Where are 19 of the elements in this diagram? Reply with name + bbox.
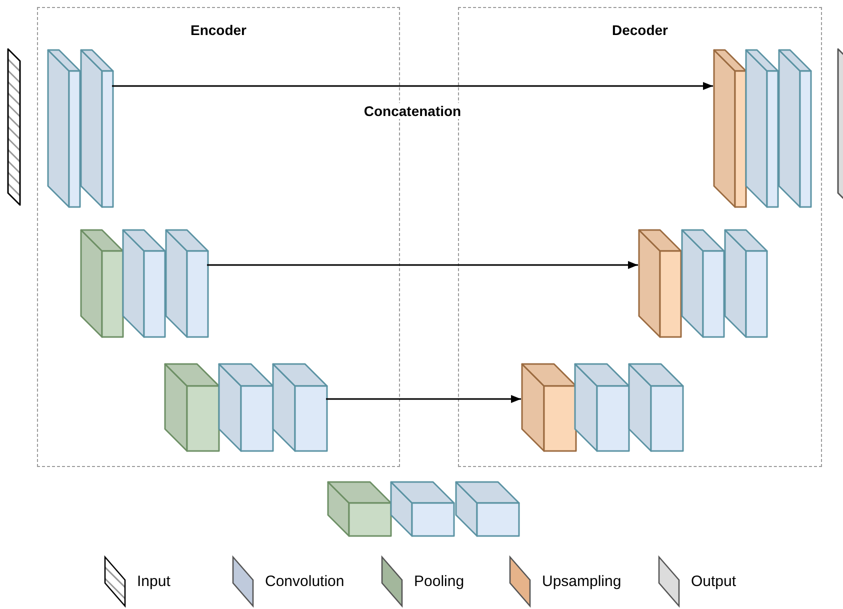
region-heading: Decoder	[612, 22, 668, 38]
arrow	[112, 82, 713, 90]
layer-block-stack	[81, 230, 208, 337]
layer-block-stack	[522, 364, 683, 451]
layer-block-stack	[639, 230, 767, 337]
layer-block-stack	[714, 50, 811, 207]
legend-label: Upsampling	[542, 573, 622, 590]
legend-label: Convolution	[265, 573, 344, 590]
legend-label: Output	[691, 573, 736, 590]
legend-label: Pooling	[414, 573, 464, 590]
region-heading: Encoder	[190, 22, 246, 38]
legend-label: Input	[137, 573, 170, 590]
arrow	[207, 261, 638, 269]
arrow	[326, 395, 521, 403]
layer-block-stack	[328, 482, 519, 536]
layer-block-stack	[48, 50, 113, 207]
edge-label: Concatenation	[362, 103, 464, 119]
input-slab	[8, 49, 20, 206]
layer-block-stack	[165, 364, 327, 451]
